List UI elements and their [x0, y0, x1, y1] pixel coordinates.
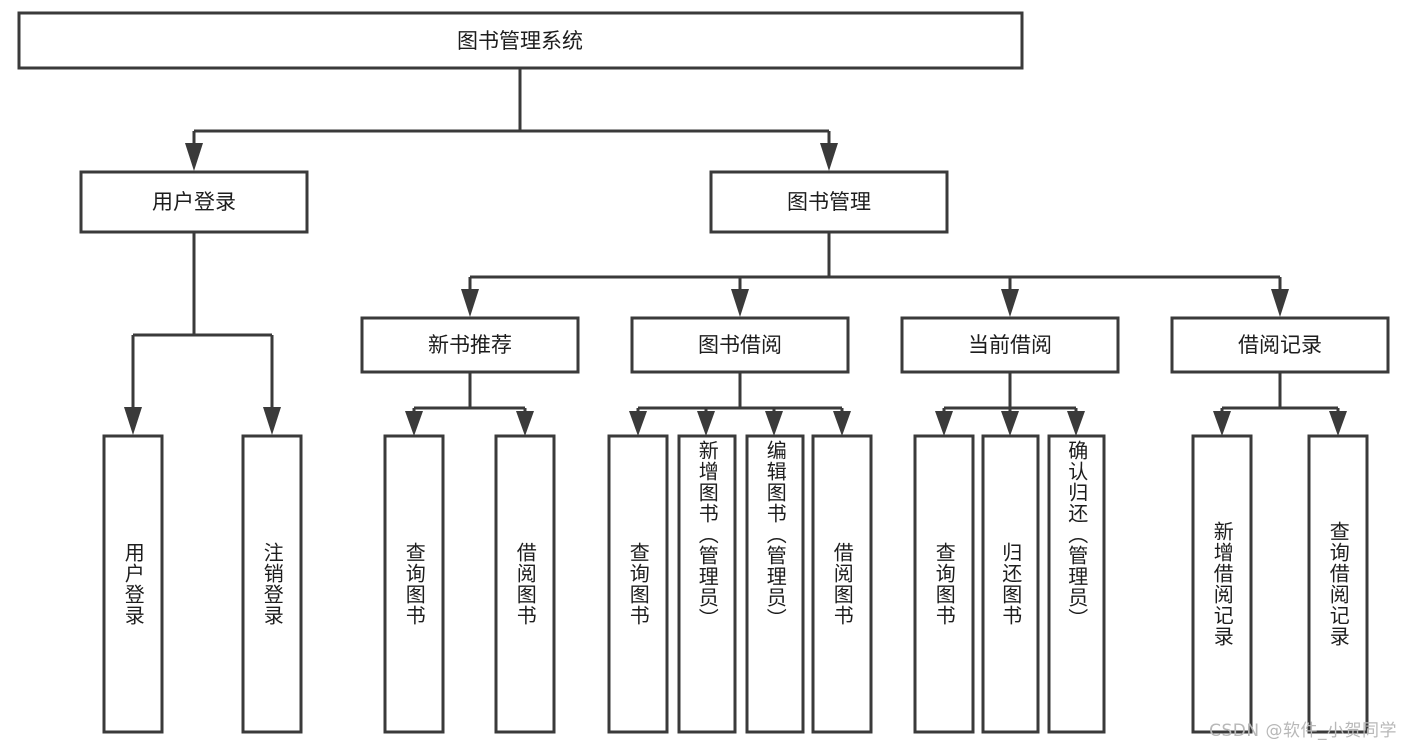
leaf-box-bb-1[interactable] [607, 434, 669, 734]
watermark-text: CSDN @软件_小贺同学 [1209, 721, 1397, 741]
arrowhead-br-leaf-1 [1213, 411, 1231, 436]
leaf-box-bb-3[interactable] [745, 434, 805, 734]
leaf-box-bb-4[interactable] [811, 434, 873, 734]
book-manage-box[interactable] [709, 170, 949, 234]
arrowhead-nbr-leaf-2 [516, 411, 534, 436]
arrowhead-nbr-leaf-1 [405, 411, 423, 436]
arrowhead-leaf-user-login-1 [124, 407, 142, 435]
book-borrow-label: 图书借阅 [698, 333, 782, 357]
node-new-book-recommend[interactable]: 新书推荐 [360, 316, 580, 374]
leaf-box-user-login-2[interactable] [241, 434, 303, 734]
arrowhead-cb-leaf-2 [1001, 411, 1019, 436]
current-borrow-box[interactable] [900, 316, 1120, 374]
leaf-box-cb-2[interactable] [981, 434, 1040, 734]
arrowhead-to-borrow-record [1271, 289, 1289, 317]
leaf-box-bb-2[interactable] [677, 434, 737, 734]
node-root[interactable]: 图书管理系统 [17, 11, 1024, 70]
leaf-box-br-1[interactable] [1191, 434, 1253, 734]
leaf-box-cb-1[interactable] [913, 434, 975, 734]
arrowhead-cb-leaf-1 [935, 411, 953, 436]
new-book-recommend-label: 新书推荐 [428, 333, 512, 357]
node-book-manage[interactable]: 图书管理 [709, 170, 949, 234]
leaf-box-nbr-2[interactable] [494, 434, 556, 734]
arrowhead-to-user-login [185, 143, 203, 171]
node-borrow-record[interactable]: 借阅记录 [1170, 316, 1390, 374]
borrow-record-box[interactable] [1170, 316, 1390, 374]
arrowhead-bb-leaf-2 [697, 411, 715, 436]
node-current-borrow[interactable]: 当前借阅 [900, 316, 1120, 374]
root-label: 图书管理系统 [457, 29, 583, 53]
leaf-box-user-login-1[interactable] [102, 434, 164, 734]
current-borrow-label: 当前借阅 [968, 333, 1052, 357]
arrowhead-leaf-user-login-2 [263, 407, 281, 435]
book-manage-label: 图书管理 [787, 190, 871, 214]
arrowhead-to-new-book [461, 289, 479, 317]
leaf-box-br-2[interactable] [1307, 434, 1369, 734]
arrowhead-br-leaf-2 [1329, 411, 1347, 436]
node-book-borrow[interactable]: 图书借阅 [630, 316, 850, 374]
arrowhead-cb-leaf-3 [1067, 411, 1085, 436]
root-box[interactable] [17, 11, 1024, 70]
arrowhead-bb-leaf-3 [765, 411, 783, 436]
book-borrow-box[interactable] [630, 316, 850, 374]
arrowhead-to-book-borrow [731, 289, 749, 317]
arrowhead-bb-leaf-4 [833, 411, 851, 436]
arrowhead-to-book-manage [820, 143, 838, 171]
node-user-login[interactable]: 用户登录 [79, 170, 309, 234]
leaf-box-nbr-1[interactable] [383, 434, 445, 734]
new-book-recommend-box[interactable] [360, 316, 580, 374]
borrow-record-label: 借阅记录 [1238, 333, 1322, 357]
user-login-label: 用户登录 [152, 190, 236, 214]
arrowhead-to-current-borrow [1001, 289, 1019, 317]
leaf-box-cb-3[interactable] [1047, 434, 1106, 734]
arrowhead-bb-leaf-1 [629, 411, 647, 436]
